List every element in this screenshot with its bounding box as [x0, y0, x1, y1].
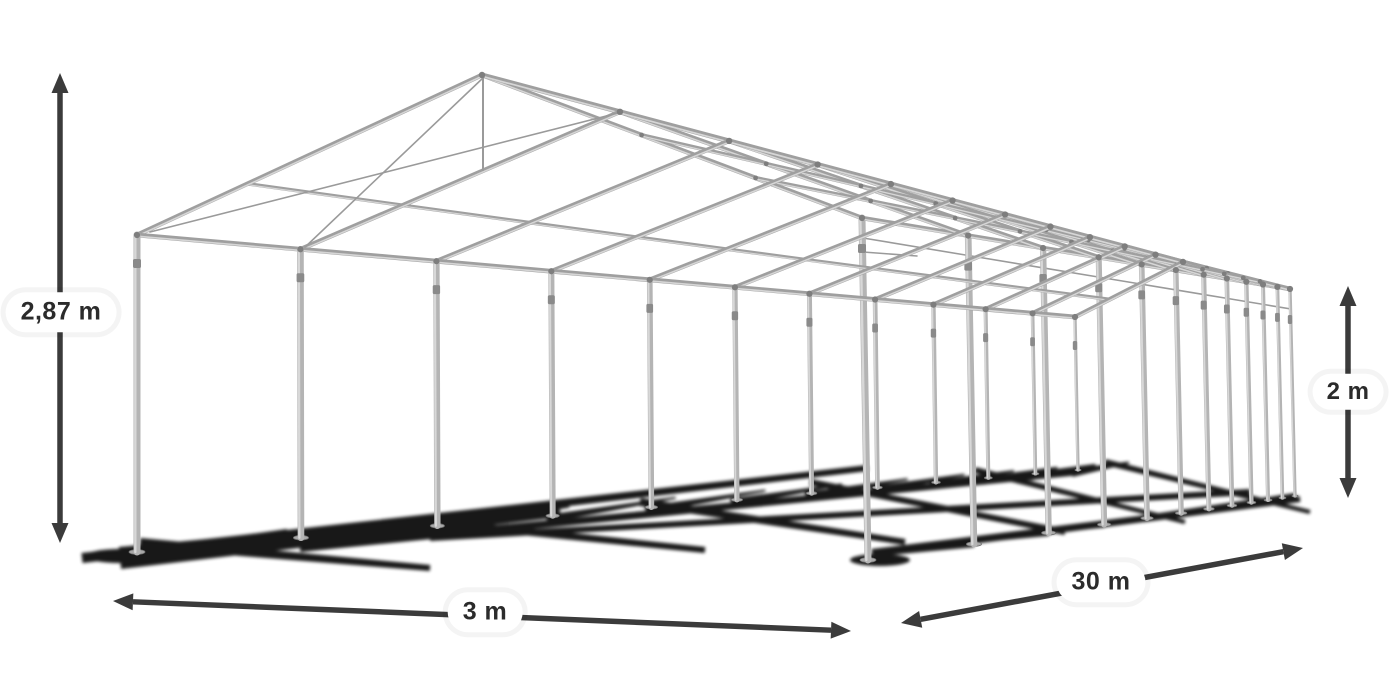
dimension-label-width: 3 m: [447, 592, 523, 632]
roof-frame: [134, 72, 1293, 320]
ground-shadow: [81, 459, 1311, 571]
dimension-label-length: 30 m: [1056, 562, 1146, 602]
pipe-joints: [133, 71, 1294, 321]
side-wall-left: [133, 231, 1080, 556]
dimension-label-side-height: 2 m: [1312, 373, 1384, 411]
dimension-label-height: 2,87 m: [5, 292, 117, 332]
